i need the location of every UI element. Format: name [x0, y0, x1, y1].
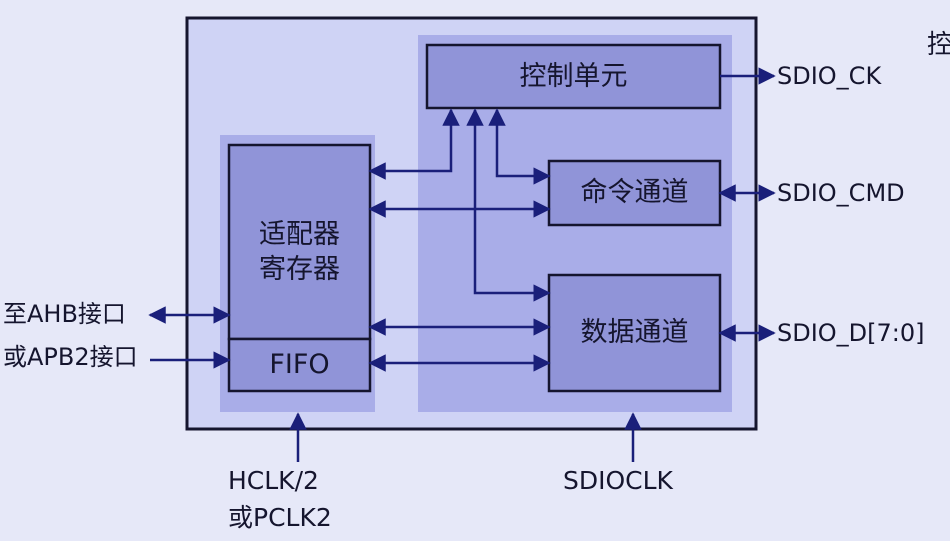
apb2-interface-label: 或APB2接口 [3, 343, 138, 371]
sdio-d-label: SDIO_D[7:0] [777, 319, 925, 347]
sdioclk-label: SDIOCLK [563, 466, 673, 495]
adapter-register-line-2: 寄存器 [259, 254, 340, 285]
adapter-register-label: 适配器 寄存器 [229, 212, 370, 292]
data-path-block [547, 273, 722, 393]
command-path-label: 命令通道 [580, 177, 689, 209]
data-path-label: 数据通道 [580, 317, 689, 349]
arrow-control-data [466, 108, 551, 302]
control-unit-label: 控制单元 [519, 60, 628, 92]
sdio-ck-label: SDIO_CK [777, 62, 882, 90]
ahb-interface-label: 至AHB接口 [3, 300, 126, 328]
adapter-register-line-1: 适配器 [259, 218, 340, 250]
fifo-block [227, 337, 372, 393]
adapter-register-block [227, 143, 372, 341]
hclk-label: HCLK/2 [228, 466, 319, 495]
fifo-label: FIFO [269, 349, 330, 381]
sdio-cmd-label: SDIO_CMD [777, 179, 905, 207]
cropped-title-fragment: 控 [927, 30, 950, 60]
arrow-control-to-adapter-a [368, 108, 460, 180]
pclk-label: 或PCLK2 [228, 503, 332, 532]
